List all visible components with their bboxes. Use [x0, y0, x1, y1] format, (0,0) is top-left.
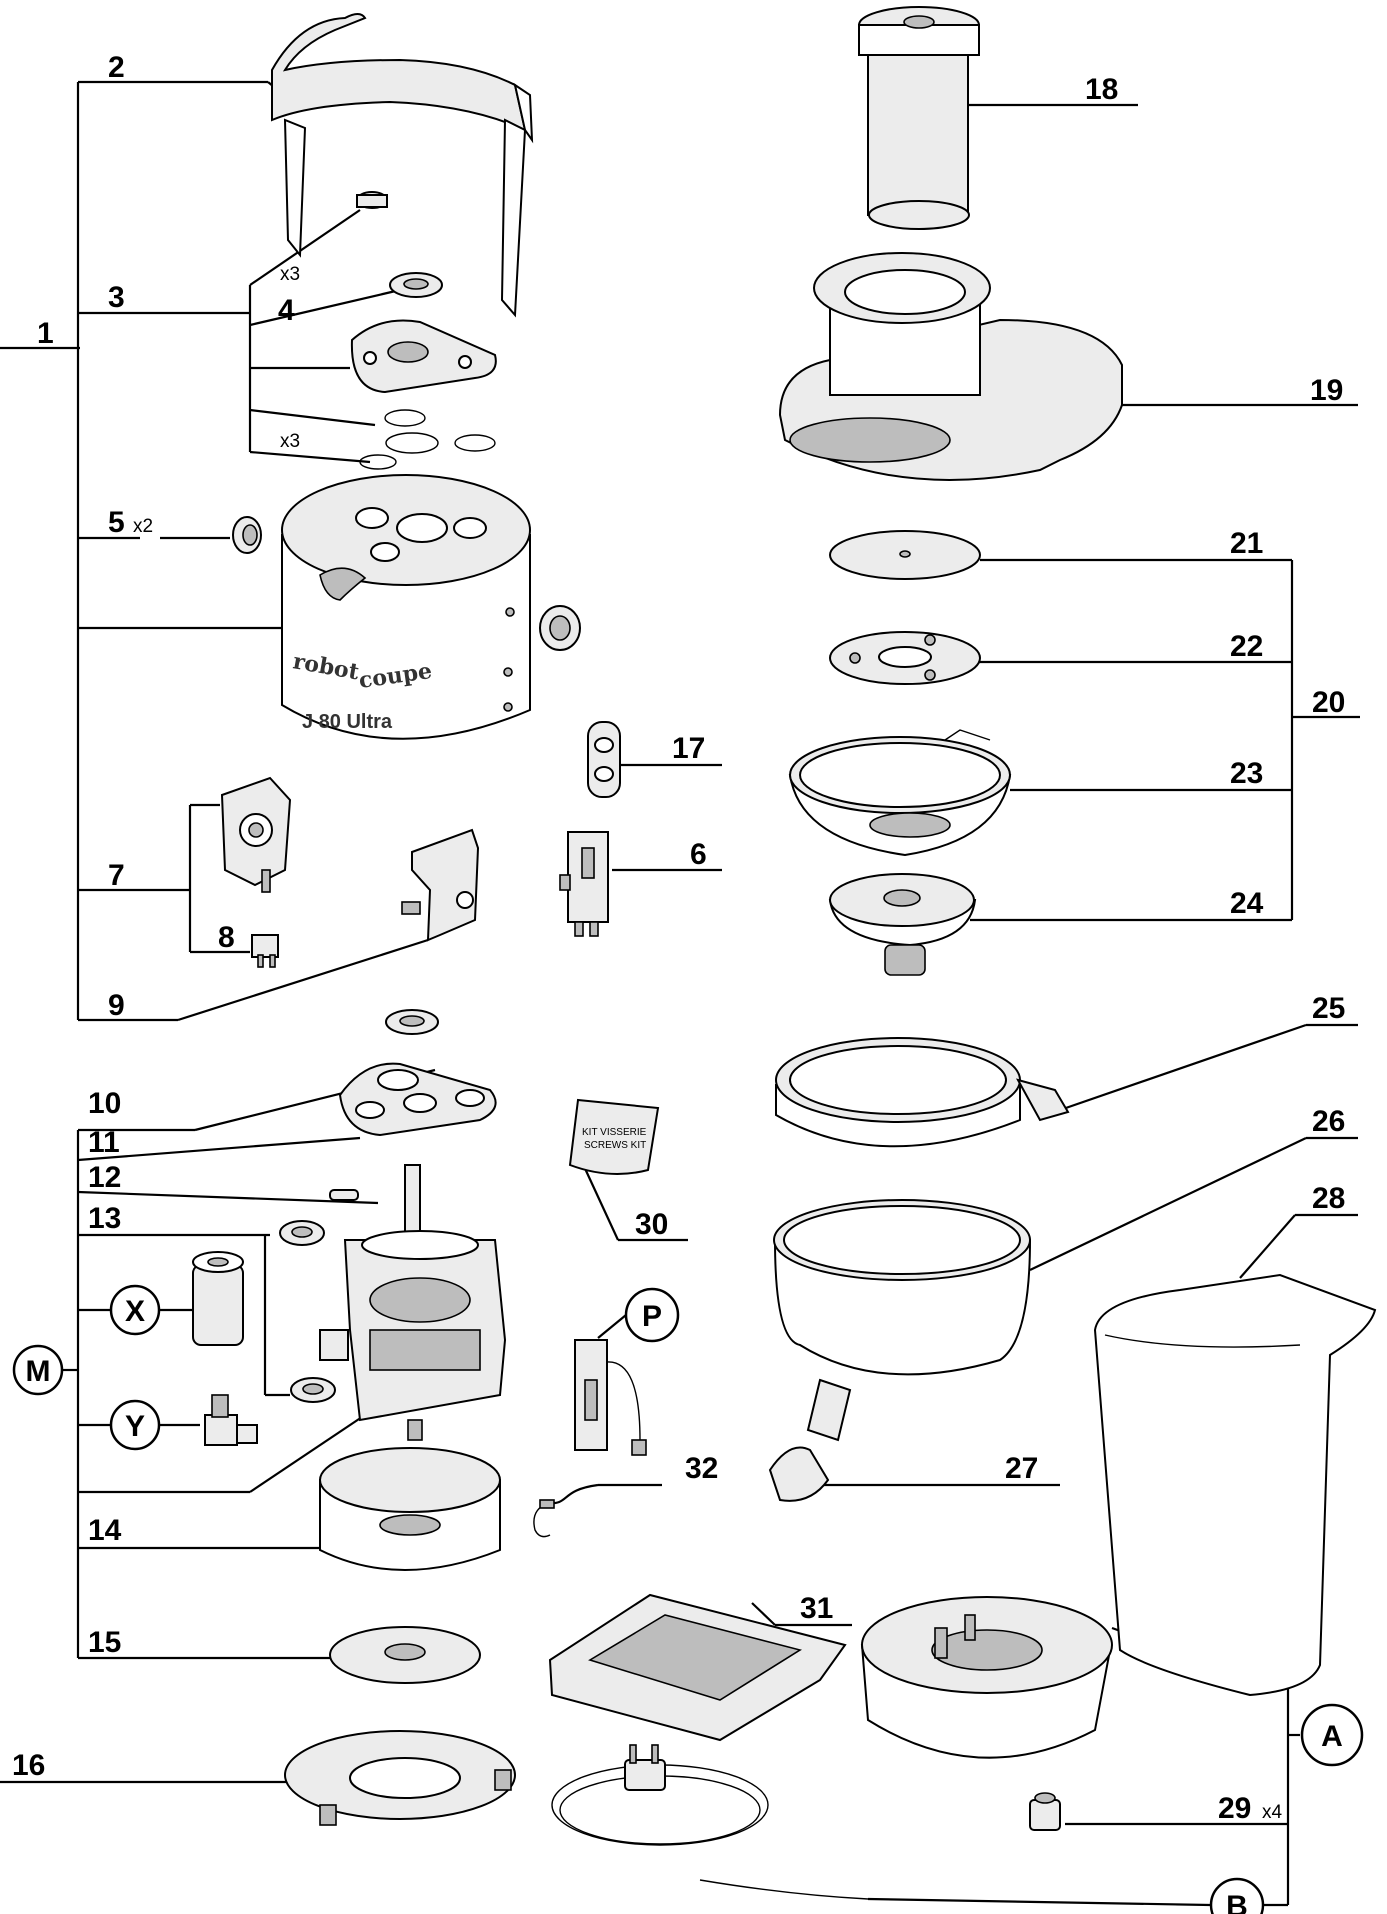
- qty-x3-bottom: x3: [280, 431, 300, 452]
- circle-x: X: [109, 1284, 161, 1336]
- part-8-microswitch: [251, 934, 279, 968]
- circle-a: A: [1300, 1703, 1364, 1767]
- circle-p-text: P: [642, 1300, 662, 1333]
- circle-m-text: M: [26, 1355, 51, 1388]
- label-26: 26: [1312, 1105, 1345, 1138]
- label-29: 29: [1218, 1792, 1251, 1825]
- label-5: 5: [108, 506, 125, 539]
- part-29-feet: [1029, 1792, 1061, 1831]
- part-x-capacitor: [192, 1251, 244, 1346]
- label-14: 14: [88, 1514, 122, 1547]
- part-a-motor-base: [860, 1596, 1113, 1759]
- part-3-cap: [356, 191, 388, 209]
- label-24: 24: [1230, 887, 1264, 920]
- part-24-hub: [828, 873, 977, 976]
- part-y-fitting: [204, 1394, 258, 1446]
- kit-text-line1: KIT VISSERIE: [582, 1127, 647, 1138]
- part-9-bracket: [401, 828, 480, 942]
- label-20: 20: [1312, 686, 1345, 719]
- quantity-labels: x3 x3 x2 x4: [133, 264, 1283, 1823]
- part-6-switch: [559, 831, 609, 937]
- model-text: J 80 Ultra: [302, 711, 393, 733]
- part-32-wire: [533, 1499, 555, 1538]
- label-3: 3: [108, 281, 125, 314]
- part-26-bowl: [773, 1199, 1032, 1442]
- label-12: 12: [88, 1161, 121, 1194]
- label-2: 2: [108, 51, 125, 84]
- part-1-housing: robot coupe J 80 Ultra: [281, 474, 531, 740]
- circle-b: B: [1209, 1877, 1265, 1914]
- circle-y: Y: [109, 1399, 161, 1451]
- circle-p: P: [624, 1287, 680, 1343]
- part-grommet-right: [539, 605, 581, 651]
- part-18-pusher: [858, 6, 980, 230]
- part-4-seal: [389, 272, 443, 298]
- part-bearing-bottom: [290, 1377, 336, 1403]
- label-1: 1: [37, 317, 54, 350]
- part-14-fan-housing: [319, 1447, 501, 1571]
- part-17-switch-cover: [587, 721, 621, 798]
- part-motor: [319, 1164, 507, 1441]
- kit-text-line2: SCREWS KIT: [584, 1140, 646, 1151]
- part-power-cord: [551, 1744, 869, 1900]
- part-21-grater-disc: [829, 530, 981, 580]
- part-25-ring: [775, 1037, 1070, 1148]
- label-22: 22: [1230, 630, 1263, 663]
- label-6: 6: [690, 838, 707, 871]
- label-21: 21: [1230, 527, 1263, 560]
- circle-y-text: Y: [125, 1410, 145, 1443]
- label-8: 8: [218, 921, 235, 954]
- part-23-basket: [788, 729, 1012, 857]
- label-18: 18: [1085, 73, 1118, 106]
- part-o-rings: [359, 409, 496, 470]
- part-28-pulp-container: [1093, 1273, 1377, 1697]
- label-23: 23: [1230, 757, 1263, 790]
- label-13: 13: [88, 1202, 121, 1235]
- label-10: 10: [88, 1087, 121, 1120]
- label-9: 9: [108, 989, 125, 1022]
- part-5-grommet: [232, 516, 262, 554]
- part-p-switch: [574, 1339, 647, 1456]
- part-labels: 1 2 3 4 5 6 7 8 9 10 11 12 13 14 15 16 1…: [12, 51, 1345, 1825]
- part-bearing-top: [279, 1220, 325, 1246]
- qty-x3-top: x3: [280, 264, 300, 285]
- label-17: 17: [672, 732, 705, 765]
- part-2-top-guard: [271, 13, 534, 318]
- label-30: 30: [635, 1208, 668, 1241]
- label-16: 16: [12, 1749, 45, 1782]
- part-22-disc: [829, 631, 981, 685]
- part-10-washer: [385, 1009, 439, 1035]
- leader-lines: [0, 80, 1360, 1907]
- label-7: 7: [108, 859, 125, 892]
- qty-x4: x4: [1262, 1802, 1283, 1823]
- part-15-fan: [329, 1626, 481, 1684]
- label-4: 4: [278, 294, 295, 327]
- part-11-plate: [338, 1062, 497, 1137]
- label-11: 11: [88, 1126, 120, 1159]
- circle-b-text: B: [1226, 1890, 1248, 1914]
- qty-x2: x2: [133, 516, 153, 537]
- label-25: 25: [1312, 992, 1345, 1025]
- circle-a-text: A: [1321, 1720, 1343, 1753]
- label-15: 15: [88, 1626, 121, 1659]
- label-28: 28: [1312, 1182, 1345, 1215]
- circle-m: M: [12, 1344, 64, 1396]
- part-7-switch-assembly: [220, 776, 292, 893]
- part-19-lid: [778, 252, 1123, 481]
- label-19: 19: [1310, 374, 1343, 407]
- part-31-drip-tray: [548, 1593, 847, 1742]
- label-31: 31: [800, 1592, 833, 1625]
- part-30-screws-kit: KIT VISSERIE SCREWS KIT: [568, 1098, 660, 1175]
- part-27-spout: [768, 1446, 830, 1502]
- part-16-base: [284, 1730, 516, 1826]
- circle-x-text: X: [125, 1295, 145, 1328]
- part-bearing-plate: [350, 319, 497, 394]
- label-32: 32: [685, 1452, 718, 1485]
- part-12-connector: [329, 1189, 359, 1201]
- label-27: 27: [1005, 1452, 1038, 1485]
